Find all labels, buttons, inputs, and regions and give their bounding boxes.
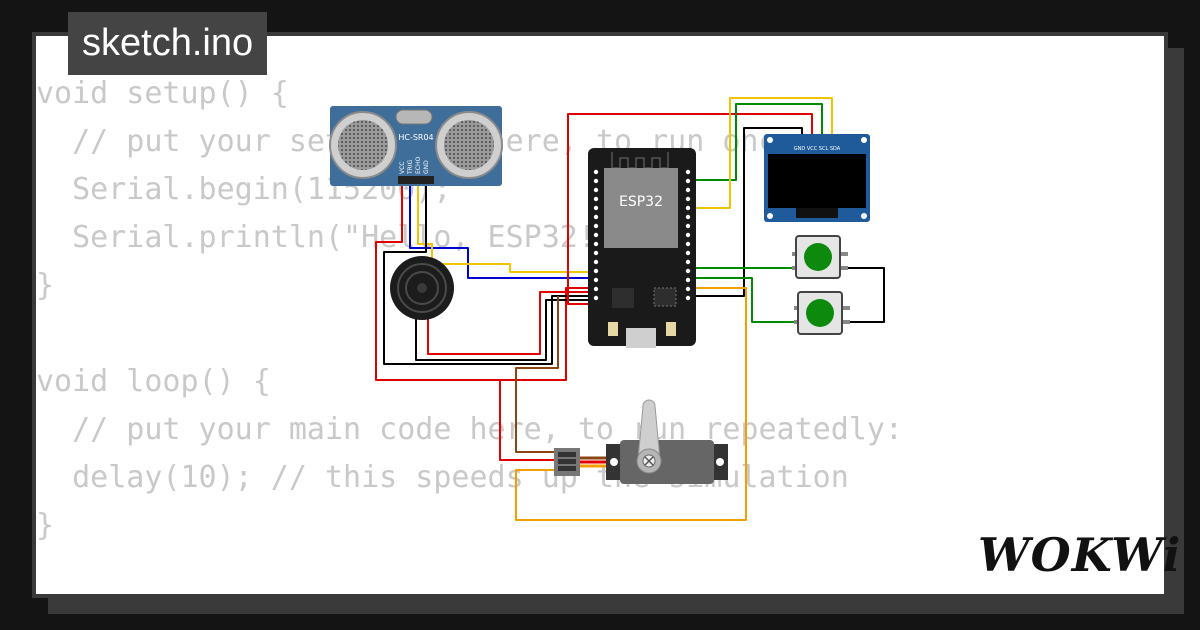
- wire-blue: [409, 182, 592, 279]
- oled-pin-labels: GND VCC SCL SDA: [794, 146, 841, 152]
- ultrasonic-pin-echo: ECHO: [415, 157, 422, 174]
- wire-black: [690, 127, 803, 297]
- code-line: void loop() {: [36, 364, 271, 399]
- wire-black: [383, 182, 592, 365]
- wire-black: [415, 299, 592, 361]
- ultrasonic-pin-trig: TRIG: [407, 159, 414, 175]
- wire-brown: [515, 296, 560, 453]
- wire-red: [427, 291, 592, 355]
- wire-black: [840, 267, 885, 323]
- wire-red: [567, 113, 813, 305]
- oled-display[interactable]: GND VCC SCL SDA: [764, 134, 870, 222]
- buzzer[interactable]: [390, 256, 454, 320]
- code-line: delay(10); // this speeds up the simulat…: [36, 460, 849, 495]
- ultrasonic-pin-vcc: VCC: [399, 162, 406, 174]
- servo-motor[interactable]: [554, 399, 728, 484]
- ultrasonic-sensor[interactable]: HC-SR04 VCC TRIG ECHO GND: [329, 106, 503, 186]
- ultrasonic-pin-gnd: GND: [423, 160, 430, 174]
- wire-yellow: [417, 182, 592, 273]
- wire-green: [690, 277, 800, 323]
- wokwi-logo: WOKWi: [978, 528, 1182, 582]
- wire-red: [499, 379, 566, 461]
- esp32-board[interactable]: ESP32: [588, 148, 696, 348]
- code-line: void setup() {: [36, 76, 289, 111]
- wire-red: [375, 182, 592, 381]
- wire-yellow: [690, 97, 833, 209]
- code-line: }: [36, 268, 55, 303]
- ultrasonic-label: HC-SR04: [398, 133, 433, 142]
- wire-orange: [515, 287, 747, 521]
- file-tab[interactable]: sketch.ino: [68, 12, 268, 75]
- push-button-2[interactable]: [794, 291, 850, 335]
- esp32-label: ESP32: [619, 194, 663, 210]
- push-button-1[interactable]: [792, 235, 848, 279]
- wire-green: [690, 103, 823, 181]
- code-line: }: [36, 508, 55, 543]
